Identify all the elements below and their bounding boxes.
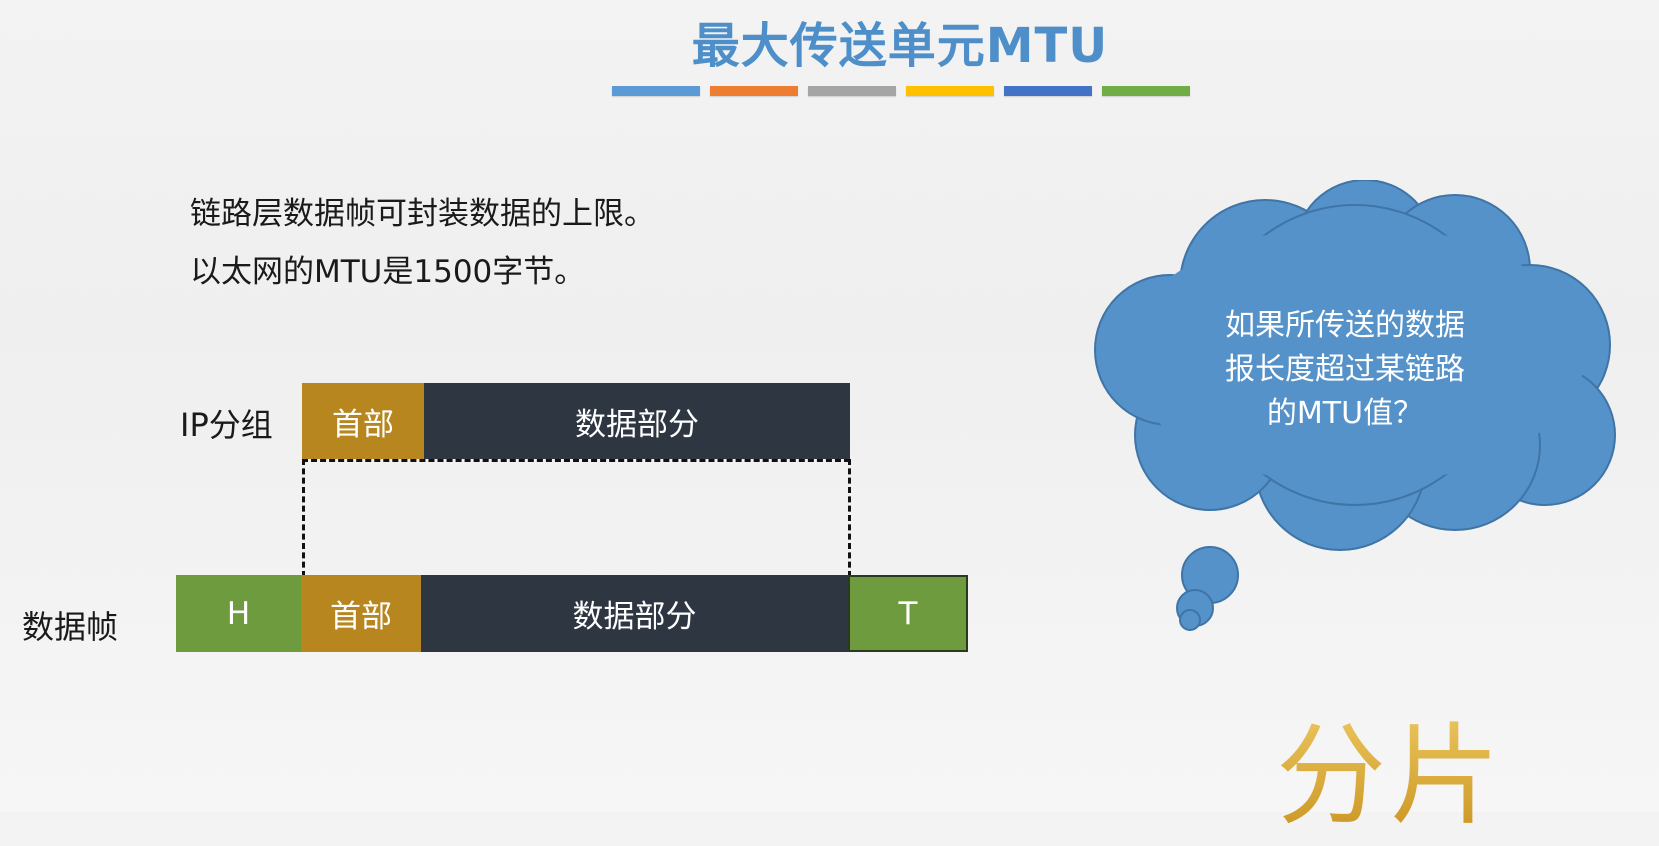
frame-data-box: 数据部分 — [421, 575, 848, 652]
connector-left-dashed-line — [302, 459, 305, 577]
frame-h-box: H — [176, 575, 301, 652]
color-bar-yellow — [906, 86, 994, 96]
color-bar-green — [1102, 86, 1190, 96]
frame-label: 数据帧 — [22, 608, 119, 646]
fragmentation-answer: 分片 — [1276, 686, 1504, 846]
ethernet-mtu-text: 以太网的MTU是1500字节。 — [190, 254, 586, 290]
cloud-line-2: 报长度超过某链路 — [1225, 352, 1465, 387]
color-bar-darkblue — [1004, 86, 1092, 96]
connector-top-dashed-line — [302, 459, 850, 462]
color-bar-gray — [808, 86, 896, 96]
thought-cloud — [1094, 180, 1616, 631]
page-title: 最大传送单元MTU — [691, 18, 1109, 74]
ip-data-box: 数据部分 — [424, 383, 850, 459]
color-bar-blue — [612, 86, 700, 96]
ip-header-box: 首部 — [302, 383, 424, 459]
cloud-question-text: 如果所传送的数据 报长度超过某链路 的MTU值？ — [1190, 304, 1500, 436]
frame-t-box: T — [848, 575, 968, 652]
frame-header-box: 首部 — [301, 575, 421, 652]
mtu-definition-text: 链路层数据帧可封装数据的上限。 — [190, 196, 655, 232]
color-bar-orange — [710, 86, 798, 96]
cloud-line-1: 如果所传送的数据 — [1225, 308, 1465, 343]
ip-packet-label: IP分组 — [180, 406, 273, 444]
connector-right-dashed-line — [848, 459, 851, 577]
cloud-line-3: 的MTU值？ — [1266, 396, 1424, 431]
